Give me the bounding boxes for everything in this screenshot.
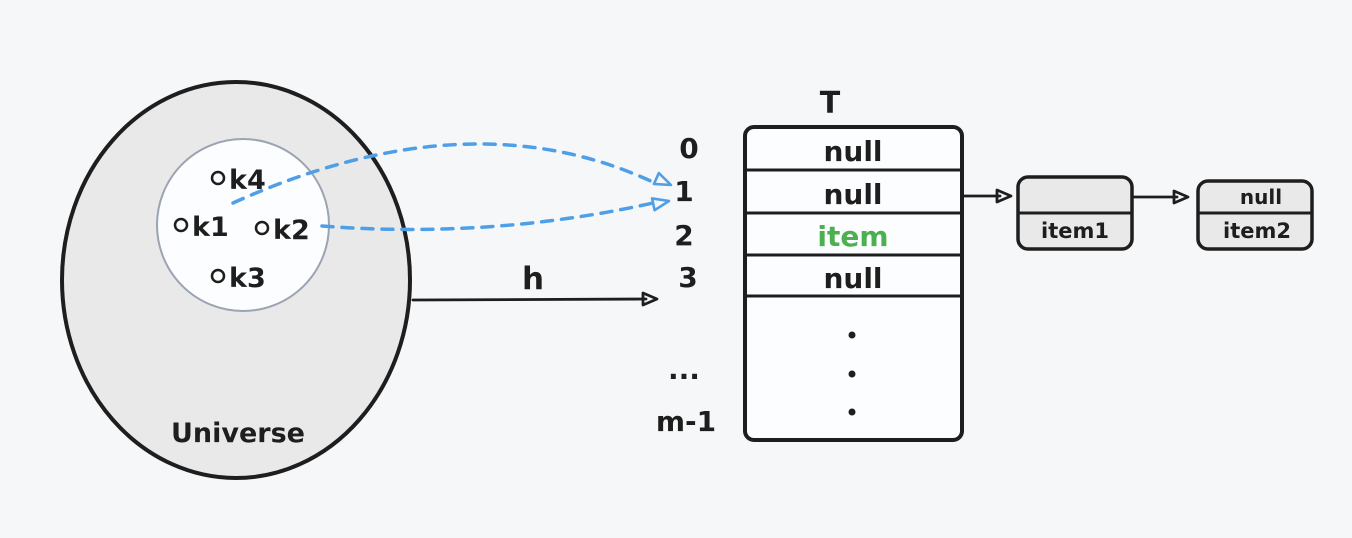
hash-table: T 0 1 2 3 ... m-1 null null item null [656,86,964,442]
key-label: k1 [192,212,229,243]
key-dot-icon [210,268,226,284]
hash-function-arrow: h [411,261,659,307]
collision-chain: item1 null item2 [962,175,1314,251]
k2-mapping-curve [320,201,655,232]
k1-mapping-curve [231,142,657,205]
chain-node-2: null item2 [1196,179,1314,251]
key-dot-icon [210,170,226,186]
key-k3: k3 [210,263,266,294]
index-label-1: 1 [674,175,693,208]
table-cell-0: null [823,135,882,168]
universe-label: Universe [171,418,305,449]
node-next-pointer: null [1240,185,1282,209]
arrowhead-icon [641,291,659,307]
universe-set: k4 k1 k2 k3 Universe [60,80,412,480]
index-label-0: 0 [679,132,698,165]
index-label-m-1: m-1 [656,405,716,438]
key-label: k2 [273,215,310,246]
table-title: T [820,86,841,121]
key-dot-icon [173,217,189,233]
table-cell-2-item: item [817,220,888,253]
key-k1: k1 [173,212,229,243]
arrowhead-icon [1172,189,1190,205]
chain-node-1: item1 [1016,175,1134,251]
dot-icon [848,331,856,339]
hash-function-label: h [522,261,544,297]
index-label-ellipsis: ... [668,353,700,386]
key-k2: k2 [254,215,310,246]
arrowhead-icon [650,197,671,212]
table-cell-3: null [823,262,882,295]
index-label-2: 2 [674,219,693,252]
key-dot-icon [254,220,270,236]
table-cell-1: null [823,178,882,211]
key-label: k3 [229,263,266,294]
node-value: item1 [1041,219,1109,243]
k2-mapping-arrow [320,197,671,232]
table-ellipsis-dots [848,331,856,416]
arrowhead-icon [995,188,1013,204]
dot-icon [848,408,856,416]
dot-icon [848,370,856,378]
index-label-3: 3 [678,261,697,294]
table-outline [743,125,964,442]
node-value: item2 [1223,219,1291,243]
node-box [1196,179,1314,251]
k1-mapping-arrow [231,142,673,205]
hash-arrow-line [411,297,648,302]
arrowhead-icon [652,171,673,187]
